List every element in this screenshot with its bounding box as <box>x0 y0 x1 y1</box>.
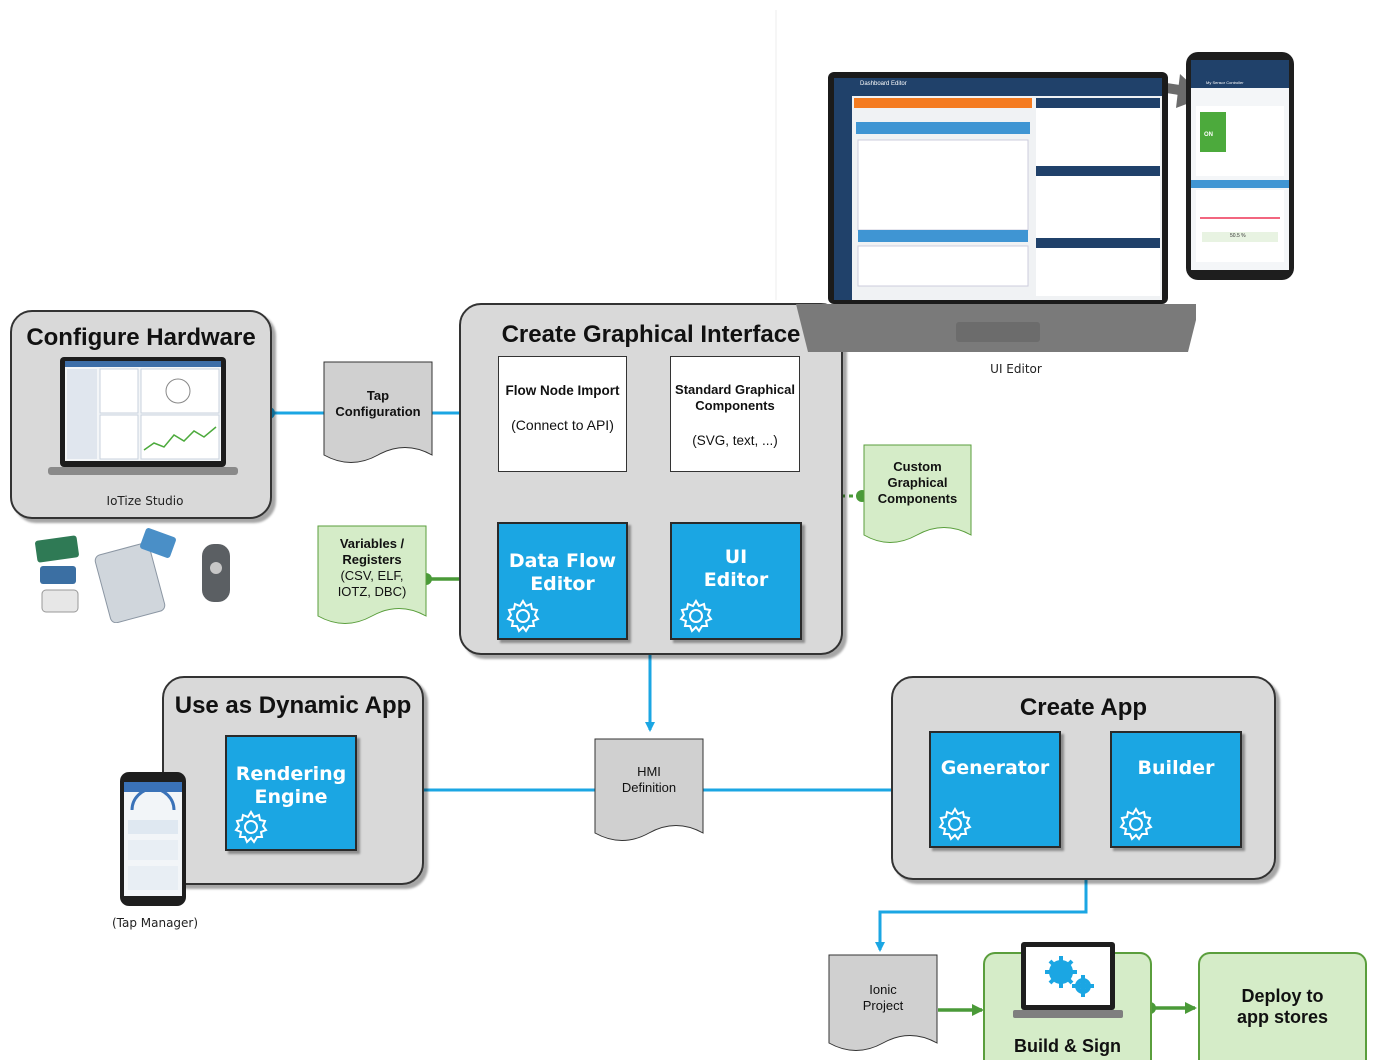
deploy-line2: app stores <box>1236 1007 1329 1027</box>
ui-editor-phone-image: My Sensor Controller ON 50.5 % <box>1184 50 1296 282</box>
data-flow-editor-box: Data Flow Editor <box>497 522 628 640</box>
caption-tap-manager: (Tap Manager) <box>111 916 199 930</box>
build-and-sign-box: Build & Sign <box>983 942 1152 1060</box>
custom-components-label: Custom Graphical Components <box>864 459 971 507</box>
variables-registers-label: Variables / Registers (CSV, ELF, IOTZ, D… <box>318 536 426 600</box>
standard-title-line1: Standard Graphical <box>675 382 795 397</box>
group-title: Configure Hardware <box>26 324 256 351</box>
hmi-line1: HMI <box>637 764 661 779</box>
gear-icon <box>506 599 540 633</box>
standard-components-box: Standard Graphical Components (SVG, text… <box>670 356 800 472</box>
gear-icon <box>679 599 713 633</box>
group-title: Create Graphical Interface <box>501 321 801 348</box>
hmi-definition-label: HMI Definition <box>595 764 703 796</box>
generator-label: Generator <box>940 757 1050 779</box>
doc-tap-configuration <box>323 361 433 463</box>
tap-config-line2: Configuration <box>335 404 421 419</box>
doc-variables <box>317 525 427 624</box>
gear-icon <box>938 807 972 841</box>
standard-components-title: Standard Graphical Components <box>671 382 799 414</box>
ui-editor-laptop-image: Dashboard Editor <box>796 60 1196 355</box>
flow-node-import-box: Flow Node Import (Connect to API) <box>498 356 627 472</box>
custom-line1: Custom <box>893 459 942 474</box>
rendering-engine-box: Rendering Engine <box>225 735 357 851</box>
deploy-box: Deploy to app stores <box>1198 952 1367 1060</box>
standard-title-line2: Components <box>695 398 775 413</box>
flow-node-subtitle: (Connect to API) <box>511 417 614 433</box>
custom-line2: Graphical <box>887 475 948 490</box>
ionic-line1: Ionic <box>869 982 897 997</box>
phone-title: My Sensor Controller <box>1206 80 1244 85</box>
variables-line2: Registers <box>342 552 402 567</box>
dashboard-editor-title: Dashboard Editor <box>860 81 907 87</box>
deploy-line1: Deploy to <box>1241 986 1324 1006</box>
ionic-project-label: Ionic Project <box>829 982 937 1014</box>
caption-iotize-studio: IoTize Studio <box>106 494 184 508</box>
deploy-label: Deploy to app stores <box>1200 986 1365 1028</box>
builder-box: Builder <box>1110 731 1242 848</box>
gear-icon <box>1119 807 1153 841</box>
phone-on-label: ON <box>1204 132 1213 138</box>
tap-config-line1: Tap <box>366 388 390 403</box>
caption-ui-editor: UI Editor <box>990 362 1042 376</box>
variables-line3: (CSV, ELF, <box>340 568 404 583</box>
builder-label: Builder <box>1137 757 1215 779</box>
data-flow-label-line2: Editor <box>530 573 595 595</box>
data-flow-label-line1: Data Flow <box>508 550 617 572</box>
flow-node-title: Flow Node Import <box>505 383 620 398</box>
build-laptop-icon <box>1013 942 1123 1018</box>
generator-box: Generator <box>929 731 1061 848</box>
hmi-line2: Definition <box>621 780 677 795</box>
build-sign-label: Build & Sign <box>1014 1036 1121 1056</box>
doc-custom-components <box>863 444 972 543</box>
hardware-boards-image <box>35 528 230 623</box>
doc-hmi-definition <box>594 738 704 841</box>
ui-editor-label-line2: Editor <box>703 569 769 591</box>
variables-line1: Variables / <box>339 536 405 551</box>
rendering-label-line1: Rendering <box>235 763 347 785</box>
variables-line4: IOTZ, DBC) <box>337 584 407 599</box>
iotize-studio-laptop-image <box>48 357 238 475</box>
phone-value: 50.5 % <box>1230 233 1246 239</box>
tap-configuration-label: Tap Configuration <box>324 388 432 420</box>
standard-components-subtitle: (SVG, text, ...) <box>692 433 778 448</box>
gear-icon <box>234 810 268 844</box>
ui-editor-box: UI Editor <box>670 522 802 640</box>
rendering-label-line2: Engine <box>254 786 328 808</box>
ui-editor-label-line1: UI <box>724 546 748 568</box>
ionic-line2: Project <box>862 998 904 1013</box>
custom-line3: Components <box>877 491 958 506</box>
group-title: Use as Dynamic App <box>174 692 412 719</box>
group-title: Create App <box>1019 694 1148 721</box>
doc-ionic-project <box>828 954 938 1051</box>
tap-manager-phone-image <box>120 772 186 906</box>
